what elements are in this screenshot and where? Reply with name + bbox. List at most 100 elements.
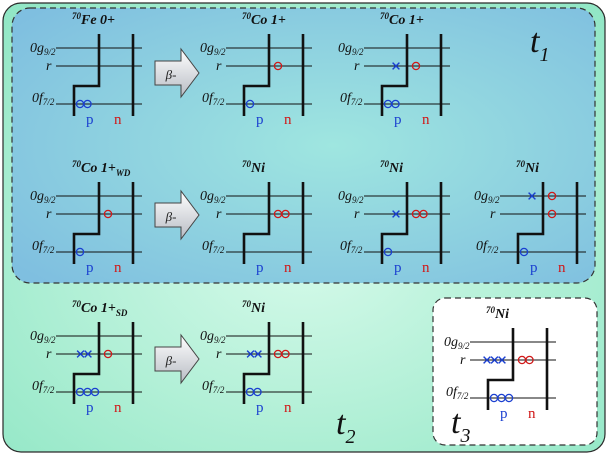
panel-title: 70Co 1+ <box>380 11 424 28</box>
panel-title: 70Co 1+SD <box>72 299 128 318</box>
beta-arrow-label: β- <box>165 209 177 224</box>
panel-title: 70Ni <box>242 299 265 316</box>
level-label-0g92: 0g9/2 <box>30 329 56 345</box>
beta-decay-arrow: β- <box>154 189 200 241</box>
level-label-0f72: 0f7/2 <box>32 91 55 107</box>
beta-arrow-label: β- <box>165 353 177 368</box>
occupancy-circle <box>281 209 290 219</box>
neutron-label: n <box>284 112 292 128</box>
occupancy-cross <box>254 350 262 358</box>
proton-well-wall <box>242 34 271 116</box>
proton-label: p <box>530 260 538 276</box>
neutron-label: n <box>422 260 430 276</box>
title-state: Ni <box>250 161 265 176</box>
occupancy-cross <box>483 356 491 364</box>
level-label-0g92: 0g9/2 <box>444 335 470 351</box>
occupancy-cross <box>76 350 85 358</box>
title-state: Ni <box>388 161 403 176</box>
title-subscript: WD <box>116 168 131 178</box>
proton-label: p <box>256 400 264 416</box>
occupancy-circle <box>245 99 255 109</box>
level-label-0f72: 0f7/2 <box>32 379 55 395</box>
proton-well-wall <box>72 182 101 264</box>
level-label-r: r <box>216 207 222 222</box>
occupancy-circle <box>411 61 421 71</box>
level-label-0f72: 0f7/2 <box>446 385 469 401</box>
level-label-0f72: 0f7/2 <box>202 239 225 255</box>
proton-well-wall <box>242 182 271 264</box>
proton-well-wall <box>72 34 101 116</box>
panel-title: 70Co 1+WD <box>72 159 131 178</box>
title-mass-number: 70 <box>516 159 526 169</box>
level-label-0g92: 0g9/2 <box>30 189 56 205</box>
title-mass-number: 70 <box>72 159 82 169</box>
occupancy-circle <box>419 209 428 219</box>
occupancy-circle <box>525 355 534 365</box>
occupancy-cross <box>246 350 255 358</box>
level-label-0f72: 0f7/2 <box>32 239 55 255</box>
region-t3-background <box>432 297 598 446</box>
level-label-0g92: 0g9/2 <box>200 329 226 345</box>
title-state: Ni <box>524 161 539 176</box>
occupancy-circle <box>504 393 514 403</box>
neutron-label: n <box>114 400 122 416</box>
proton-label: p <box>256 112 264 128</box>
proton-label: p <box>86 112 94 128</box>
neutron-label: n <box>114 260 122 276</box>
occupancy-circle <box>90 387 100 397</box>
occupancy-circle <box>547 209 557 219</box>
neutron-label: n <box>528 406 536 422</box>
proton-label: p <box>86 400 94 416</box>
title-state: Ni <box>250 301 265 316</box>
level-label-r: r <box>490 207 496 222</box>
level-label-0f72: 0f7/2 <box>476 239 499 255</box>
occupancy-circle <box>103 349 113 359</box>
title-subscript: SD <box>116 308 128 318</box>
panel-title: 70Fe 0+ <box>72 11 115 28</box>
occupancy-cross <box>84 350 92 358</box>
beta-decay-arrow: β- <box>154 333 200 385</box>
t1-label: t1 <box>530 23 549 66</box>
occupancy-cross <box>392 210 400 218</box>
neutron-label: n <box>284 260 292 276</box>
beta-decay-arrow: β- <box>154 47 200 99</box>
level-label-r: r <box>354 207 360 222</box>
title-mass-number: 70 <box>242 159 252 169</box>
occupancy-circle <box>83 99 92 109</box>
proton-label: p <box>394 260 402 276</box>
title-mass-number: 70 <box>486 305 496 315</box>
level-label-0f72: 0f7/2 <box>340 239 363 255</box>
proton-label: p <box>256 260 264 276</box>
occupancy-cross <box>528 192 536 200</box>
level-label-r: r <box>46 59 52 74</box>
proton-well-wall <box>516 182 545 264</box>
panel-title: 70Ni <box>242 159 265 176</box>
occupancy-cross <box>498 356 506 364</box>
panel-title: 70Ni <box>486 305 509 322</box>
title-state: Co 1+ <box>251 13 286 28</box>
level-label-0g92: 0g9/2 <box>474 189 500 205</box>
occupancy-circle <box>75 247 85 257</box>
occupancy-cross <box>490 356 499 364</box>
title-mass-number: 70 <box>380 159 390 169</box>
beta-arrow-label: β- <box>165 67 177 82</box>
proton-well-wall <box>380 182 409 264</box>
occupancy-circle <box>273 61 283 71</box>
level-label-0f72: 0f7/2 <box>202 91 225 107</box>
occupancy-circle <box>281 349 290 359</box>
title-state: Co 1+ <box>81 301 116 316</box>
title-state: Ni <box>494 307 509 322</box>
title-mass-number: 70 <box>72 11 82 21</box>
level-label-r: r <box>216 347 222 362</box>
proton-well-wall <box>486 328 515 410</box>
neutron-label: n <box>284 400 292 416</box>
proton-well-wall <box>242 322 271 404</box>
title-mass-number: 70 <box>380 11 390 21</box>
